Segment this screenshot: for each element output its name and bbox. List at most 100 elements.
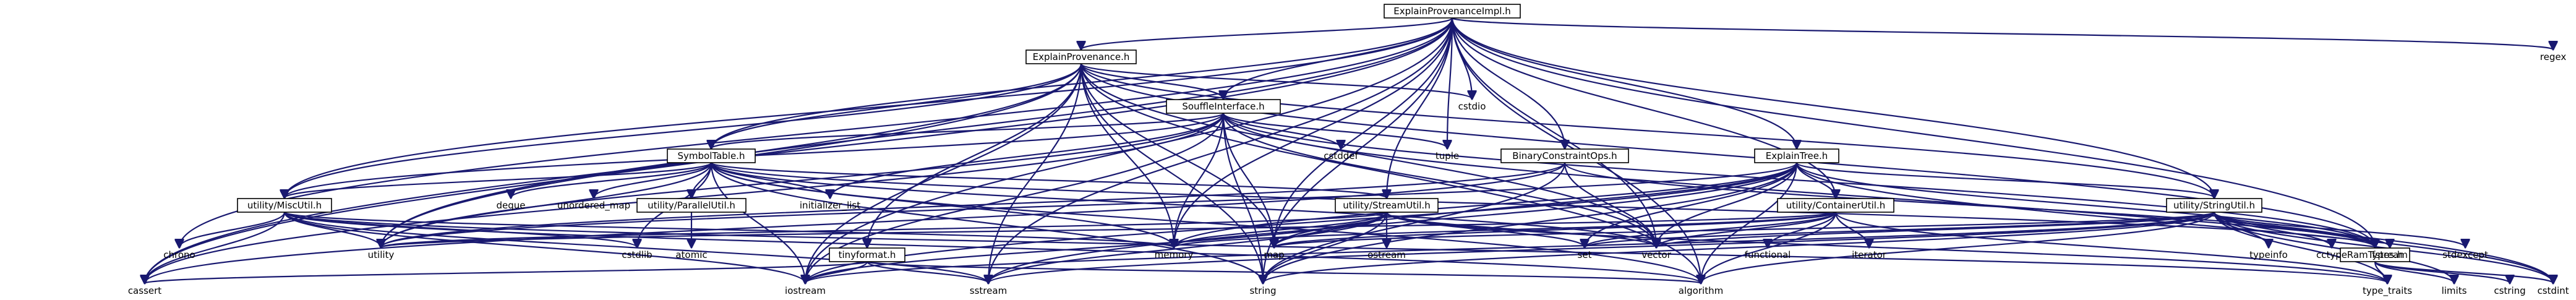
node-box	[1384, 4, 1521, 19]
node-label: utility/ParallelUtil.h	[648, 200, 735, 211]
edge-explain-provenance-impl-to-misc-util	[285, 17, 1453, 198]
system-header-node-type-traits: type_traits	[2363, 285, 2412, 297]
node-box	[1025, 49, 1137, 64]
edge-string-util-to-map	[1274, 211, 2215, 247]
system-header-node-initializer-list: initializer_list	[800, 200, 860, 212]
file-node-souffle-interface[interactable]: SouffleInterface.h	[1166, 99, 1281, 114]
edge-misc-util-to-cassert	[145, 212, 286, 283]
edge-souffle-interface-to-vector	[1222, 113, 1656, 247]
system-header-node-cstddef: cstddef	[1324, 150, 1358, 161]
edge-explain-provenance-to-iostream	[805, 63, 1082, 283]
system-header-node-chrono: chrono	[163, 249, 195, 260]
node-box	[829, 247, 905, 262]
edge-explain-tree-to-string-util	[1795, 161, 2214, 198]
edge-ram-types-to-cstring	[2374, 260, 2510, 283]
node-label: iterator	[1852, 249, 1887, 260]
edge-container-util-to-algorithm	[1701, 212, 1837, 283]
system-header-node-tuple: tuple	[1436, 150, 1459, 161]
system-header-node-algorithm: algorithm	[1679, 285, 1723, 296]
edge-binary-constraint-ops-to-string	[1263, 162, 1566, 283]
file-node-tinyformat[interactable]: tinyformat.h	[829, 247, 905, 262]
edge-string-util-to-fstream	[2213, 212, 2390, 247]
edge-explain-provenance-impl-to-iostream	[805, 17, 1453, 283]
file-node-ram-types[interactable]: RamTypes.h	[2340, 247, 2410, 262]
edge-misc-util-to-type-traits	[283, 212, 2387, 283]
node-label: utility/ContainerUtil.h	[1786, 200, 1885, 211]
node-label: cstring	[2494, 285, 2525, 296]
edge-ram-types-to-limits	[2374, 261, 2454, 283]
file-node-parallel-util[interactable]: utility/ParallelUtil.h	[636, 198, 747, 213]
system-header-node-deque: deque	[496, 200, 525, 211]
edge-string-util-to-cctype	[2213, 212, 2332, 247]
edge-explain-provenance-impl-to-ram-types	[1451, 17, 2375, 247]
edge-souffle-interface-to-map	[1222, 113, 1274, 247]
system-header-node-limits: limits	[2442, 285, 2467, 296]
node-label: iostream	[785, 285, 826, 296]
file-node-stream-util[interactable]: utility/StreamUtil.h	[1335, 198, 1439, 213]
system-header-node-map: map	[1264, 249, 1284, 260]
edge-tinyformat-to-algorithm	[866, 260, 1701, 283]
edge-souffle-interface-to-initializer-list	[830, 113, 1225, 198]
file-node-explain-provenance-impl[interactable]: ExplainProvenanceImpl.h	[1384, 4, 1521, 19]
edge-string-util-to-type-traits	[2213, 212, 2387, 283]
file-node-symbol-table[interactable]: SymbolTable.h	[667, 148, 756, 163]
edge-tinyformat-to-cassert	[145, 260, 868, 283]
edge-explain-provenance-to-memory	[1080, 63, 1174, 247]
file-node-container-util[interactable]: utility/ContainerUtil.h	[1777, 198, 1894, 213]
system-header-node-utility: utility	[368, 249, 395, 260]
node-label: algorithm	[1679, 285, 1723, 296]
node-label: initializer_list	[800, 200, 860, 212]
system-header-node-atomic: atomic	[675, 249, 707, 260]
node-label: sstream	[970, 285, 1007, 296]
edge-explain-provenance-to-vector	[1080, 63, 1656, 247]
node-box	[2166, 198, 2262, 213]
node-label: typeinfo	[2249, 249, 2288, 260]
dependency-edges	[145, 17, 2553, 283]
file-node-binary-constraint-ops[interactable]: BinaryConstraintOps.h	[1500, 148, 1629, 163]
edge-explain-provenance-impl-to-memory	[1174, 17, 1453, 247]
edge-explain-tree-to-algorithm	[1701, 162, 1798, 283]
node-label: string	[1249, 285, 1276, 296]
node-box	[237, 198, 332, 213]
system-header-node-stdexcept: stdexcept	[2442, 249, 2488, 260]
edge-string-util-to-string	[1263, 212, 2215, 283]
system-header-node-iostream: iostream	[785, 285, 826, 296]
node-box	[1500, 148, 1629, 163]
edge-symbol-table-to-deque	[511, 162, 712, 198]
edge-container-util-to-set	[1585, 212, 1837, 247]
edge-explain-provenance-impl-to-string-util	[1451, 17, 2214, 198]
node-label: utility/StreamUtil.h	[1343, 200, 1430, 211]
system-header-node-cstring: cstring	[2494, 285, 2525, 296]
edge-explain-provenance-impl-to-cassert	[145, 17, 1453, 283]
edge-misc-util-to-algorithm	[283, 212, 1701, 283]
node-label: cstdio	[1458, 101, 1486, 112]
system-header-node-cstdlib: cstdlib	[622, 249, 652, 260]
system-header-node-string: string	[1249, 285, 1276, 296]
node-label: functional	[1745, 249, 1791, 260]
edge-explain-provenance-impl-to-regex	[1451, 17, 2553, 49]
edge-explain-provenance-impl-to-explain-tree	[1451, 17, 1797, 148]
edge-souffle-interface-to-tuple	[1222, 113, 1447, 148]
node-label: fstream	[2372, 249, 2408, 260]
node-label: tinyformat.h	[839, 249, 896, 260]
file-node-misc-util[interactable]: utility/MiscUtil.h	[237, 198, 332, 213]
system-header-node-cassert: cassert	[128, 285, 161, 296]
system-header-node-cstdint: cstdint	[2537, 285, 2569, 296]
edge-souffle-interface-to-cstddef	[1222, 113, 1341, 148]
system-header-node-iterator: iterator	[1852, 249, 1887, 260]
node-label: ExplainProvenance.h	[1033, 51, 1130, 62]
system-header-node-cctype: cctype	[2316, 249, 2347, 260]
node-label: cassert	[128, 285, 161, 296]
file-node-explain-tree[interactable]: ExplainTree.h	[1754, 148, 1839, 163]
node-label: regex	[2540, 51, 2567, 62]
file-node-string-util[interactable]: utility/StringUtil.h	[2166, 198, 2262, 213]
edge-explain-provenance-impl-to-explain-provenance	[1081, 17, 1453, 49]
edge-tinyformat-to-sstream	[866, 260, 988, 283]
file-node-explain-provenance[interactable]: ExplainProvenance.h	[1025, 49, 1137, 64]
system-header-node-cstdio: cstdio	[1458, 101, 1486, 112]
edge-explain-tree-to-map	[1274, 162, 1798, 247]
node-box	[1166, 99, 1281, 114]
edge-explain-provenance-to-sstream	[988, 63, 1082, 283]
edge-souffle-interface-to-ram-types	[1222, 113, 2375, 247]
edge-explain-provenance-impl-to-container-util	[1451, 17, 1836, 198]
